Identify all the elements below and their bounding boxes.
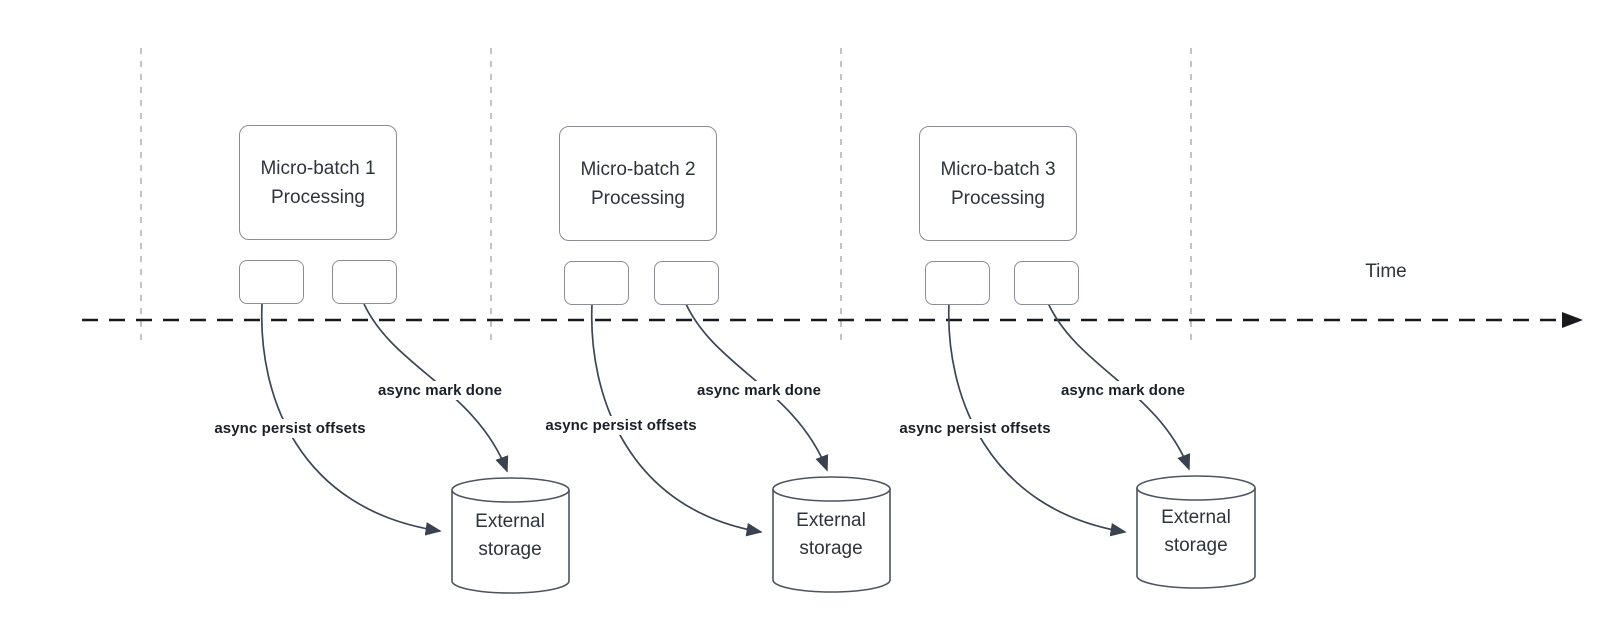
micro-batch-3-title: Micro-batch 3 <box>940 158 1056 180</box>
micro-batch-2-box: Micro-batch 2 Processing <box>559 126 717 241</box>
task-slot-1-right <box>332 260 397 304</box>
mark-done-label-3: async mark done <box>1058 381 1188 400</box>
mark-done-label-1: async mark done <box>375 381 505 400</box>
external-storage-cylinder-3 <box>1136 475 1256 589</box>
task-slot-2-right <box>654 261 719 305</box>
mark-done-label-2: async mark done <box>694 381 824 400</box>
cylinder-body <box>772 489 891 593</box>
cylinder-body <box>451 490 570 594</box>
external-storage-label-2: External storage <box>796 510 866 559</box>
micro-batch-1-subtitle: Processing <box>271 186 365 208</box>
cylinder-top <box>1136 475 1256 501</box>
task-slot-3-left <box>925 261 990 305</box>
cylinder-top <box>772 476 891 502</box>
task-slot-2-left <box>564 261 629 305</box>
persist-offsets-label-3: async persist offsets <box>897 419 1053 438</box>
micro-batch-3-subtitle: Processing <box>951 187 1045 209</box>
micro-batch-1-title: Micro-batch 1 <box>260 157 376 179</box>
timeline-arrowhead-icon <box>1562 312 1583 328</box>
task-slot-3-right <box>1014 261 1079 305</box>
persist-offsets-arrow-2 <box>590 303 763 537</box>
persist-offsets-arrow-3 <box>947 302 1127 537</box>
micro-batch-3-box: Micro-batch 3 Processing <box>919 126 1077 241</box>
micro-batch-2-subtitle: Processing <box>591 187 685 209</box>
external-storage-label-1: External storage <box>475 511 545 560</box>
persist-offsets-label-2: async persist offsets <box>543 416 699 435</box>
persist-offsets-label-1: async persist offsets <box>212 419 368 438</box>
micro-batch-2-title: Micro-batch 2 <box>580 158 696 180</box>
persist-offsets-arrow-1 <box>260 303 442 536</box>
task-slot-1-left <box>239 260 304 304</box>
external-storage-label-3: External storage <box>1161 507 1231 556</box>
external-storage-cylinder-2 <box>772 476 891 593</box>
mark-done-arrow-3 <box>1047 302 1191 471</box>
external-storage-cylinder-1 <box>451 477 570 594</box>
cylinder-body <box>1136 488 1256 589</box>
micro-batch-1-box: Micro-batch 1 Processing <box>239 125 397 240</box>
time-axis-label: Time <box>1365 261 1407 282</box>
cylinder-top <box>451 477 570 503</box>
